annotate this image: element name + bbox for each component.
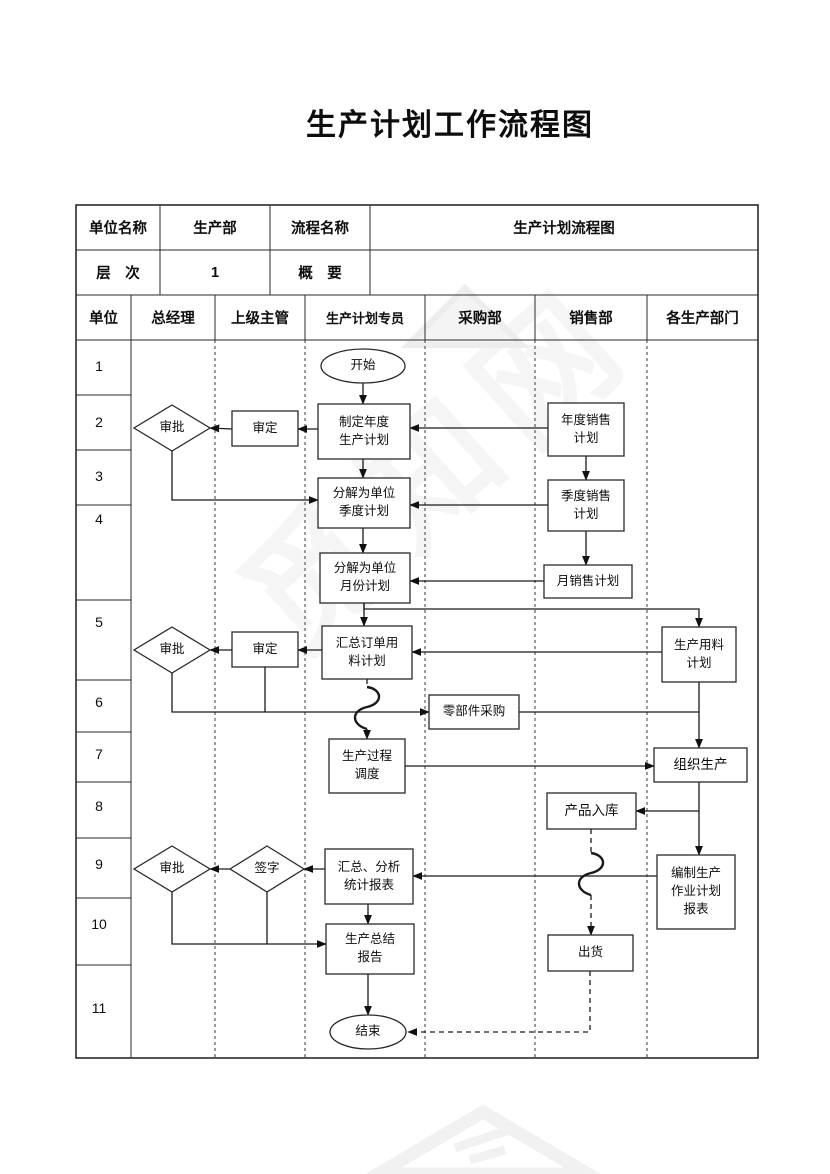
node-organize-production: 组织生产 — [673, 757, 728, 773]
node-review1: 审定 — [252, 420, 278, 435]
row-number-11: 11 — [91, 1000, 107, 1016]
page-title: 生产计划工作流程图 — [306, 109, 594, 142]
row-number-7: 7 — [95, 746, 103, 762]
node-approve2: 审批 — [159, 642, 185, 657]
column-header-supervisor: 上级主管 — [231, 311, 289, 327]
node-shipment: 出货 — [577, 945, 603, 960]
column-header-unit: 单位 — [89, 311, 118, 327]
level-value: 1 — [210, 264, 220, 281]
node-material-summary: 汇总订单用 料计划 — [335, 635, 399, 668]
row-number-10: 10 — [91, 916, 107, 932]
column-header-general-manager: 总经理 — [151, 311, 195, 327]
unit-name-value: 生产部 — [193, 221, 237, 237]
node-process-scheduling: 生产过程 调度 — [341, 749, 392, 781]
node-annual-plan: 制定年度 生产计划 — [338, 414, 389, 447]
level-label: 层 次 — [96, 266, 140, 282]
column-header-sales: 销售部 — [569, 311, 613, 327]
node-end: 结束 — [355, 1024, 381, 1039]
node-annual-sales: 年度销售 计划 — [560, 412, 611, 445]
row-number-2: 2 — [95, 414, 103, 430]
node-monthly-decompose: 分解为单位 月份计划 — [333, 561, 397, 593]
node-approve1: 审批 — [159, 420, 185, 435]
process-name-label: 流程名称 — [291, 221, 349, 237]
process-name-value: 生产计划流程图 — [513, 221, 615, 237]
column-header-planner: 生产计划专员 — [325, 311, 404, 326]
node-review2: 审定 — [252, 641, 278, 656]
row-number-5: 5 — [95, 614, 103, 630]
summary-value — [370, 250, 758, 295]
row-number-4: 4 — [95, 511, 103, 527]
row-number-1: 1 — [95, 358, 103, 374]
node-sign: 签字 — [254, 861, 280, 876]
row-number-9: 9 — [95, 856, 103, 872]
node-summary-report: 生产总结 报告 — [344, 932, 395, 964]
watermark-triangle-bottom — [365, 1104, 601, 1174]
node-quarterly-sales: 季度销售 计划 — [560, 488, 611, 521]
summary-label: 概 要 — [298, 266, 342, 282]
column-header-purchasing: 采购部 — [458, 311, 502, 327]
unit-name-label: 单位名称 — [89, 221, 147, 237]
node-report-summary: 汇总、分析 统计报表 — [337, 859, 401, 892]
column-header-departments: 各生产部门 — [666, 311, 739, 327]
row-number-8: 8 — [95, 798, 103, 814]
node-monthly-sales: 月销售计划 — [556, 573, 620, 588]
node-start: 开始 — [350, 358, 376, 373]
node-production-material: 生产用料 计划 — [673, 637, 724, 670]
row-number-6: 6 — [95, 694, 103, 710]
node-approve3: 审批 — [159, 861, 185, 876]
node-parts-procurement: 零部件采购 — [442, 704, 506, 719]
node-product-warehousing: 产品入库 — [564, 803, 619, 819]
node-work-plan-report: 编制生产 作业计划 报表 — [670, 866, 721, 916]
row-number-3: 3 — [95, 468, 103, 484]
node-quarterly-decompose: 分解为单位 季度计划 — [332, 486, 396, 518]
